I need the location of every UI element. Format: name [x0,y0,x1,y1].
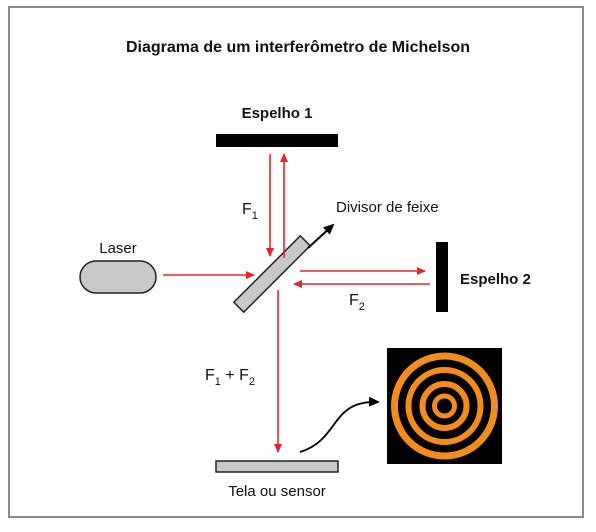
beam-splitter-pointer-arrow [307,223,335,249]
interference-fringe-pattern [387,348,502,464]
mirror-2 [436,242,448,312]
beam-splitter-label: Divisor de feixe [336,199,439,216]
f1-label: F1 [242,201,258,222]
fringe-pointer-arrow [299,396,380,453]
mirror-1 [216,134,338,147]
screen-label: Tela ou sensor [228,483,326,500]
f2-label: F2 [349,292,365,313]
diagram-title: Diagrama de um interferômetro de Michels… [126,39,470,56]
screen-sensor [215,460,339,473]
laser-source [79,260,157,294]
beam-splitter [232,234,312,314]
mirror-1-label: Espelho 1 [242,105,313,122]
mirror-2-label: Espelho 2 [460,271,531,288]
combined-beam-label: F1 + F2 [205,367,255,388]
laser-label: Laser [99,240,137,257]
